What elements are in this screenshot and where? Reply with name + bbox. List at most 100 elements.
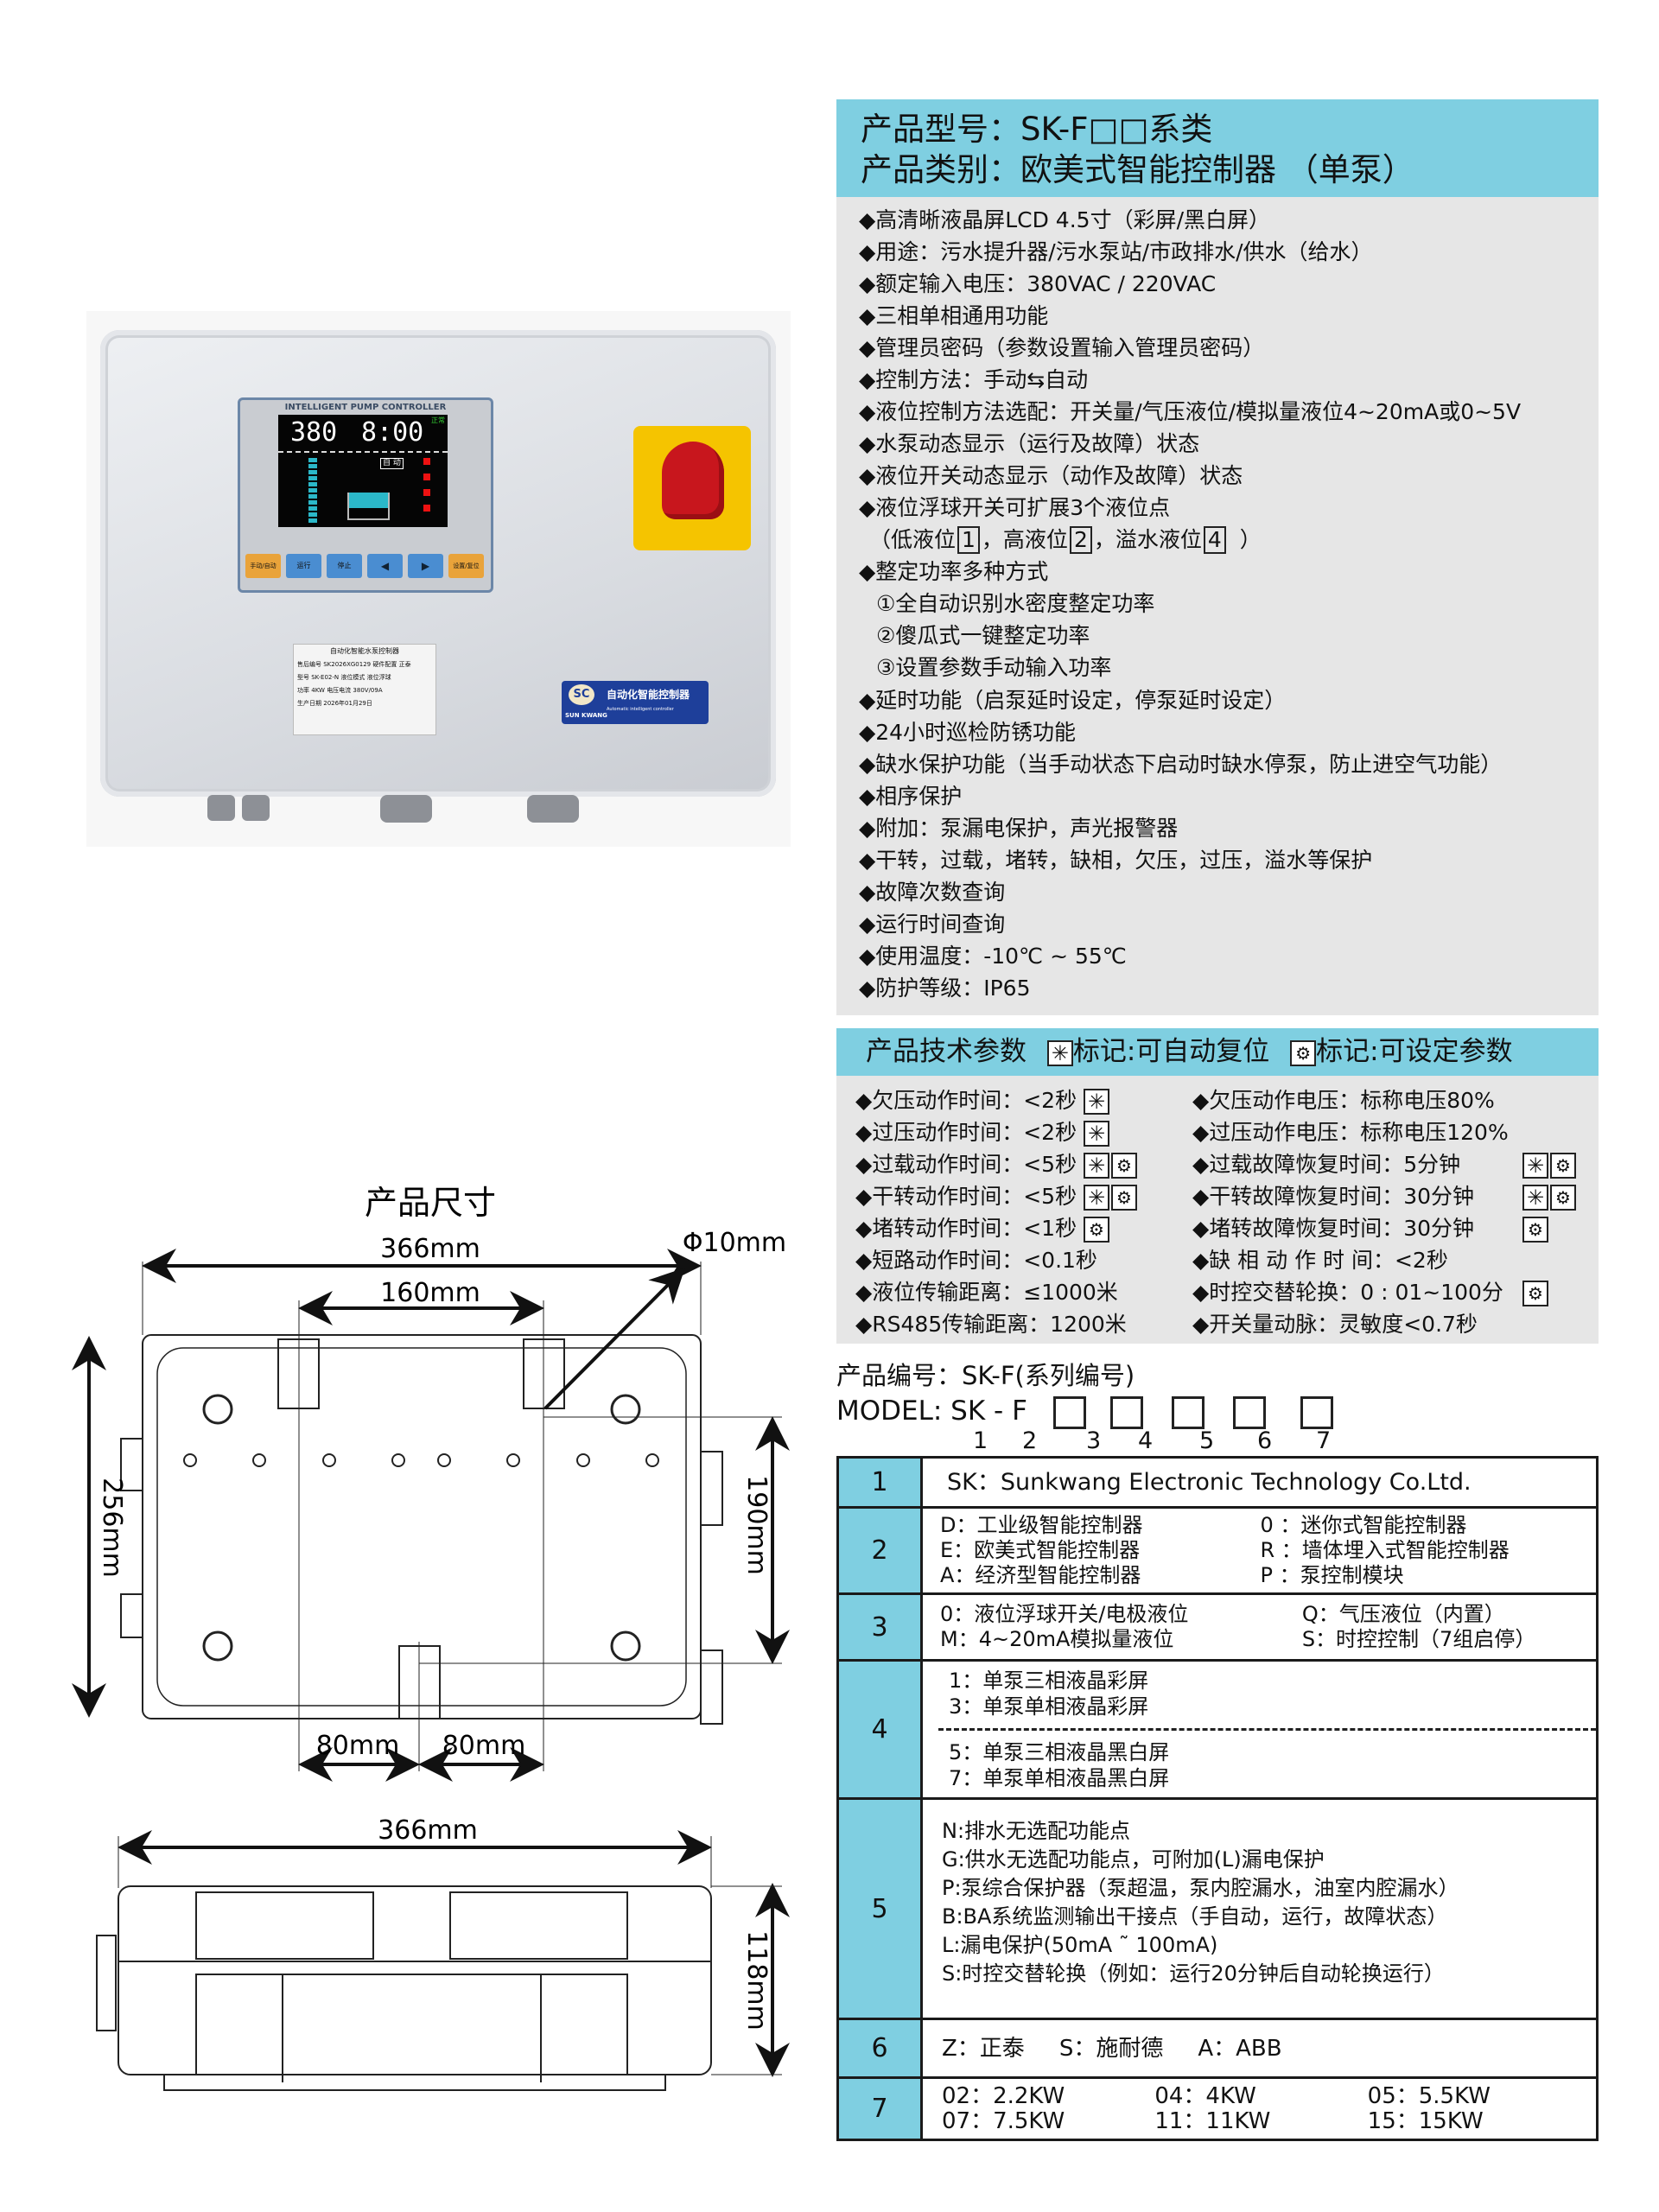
dimension-arrows <box>72 1249 790 2077</box>
side-view <box>96 1836 782 2091</box>
panel-buttons: 手动/自动 运行 停止 ◀ ▶ 设置/复位 <box>245 554 484 578</box>
table-row: 1 SK：Sunkwang Electronic Technology Co.L… <box>836 1456 1599 1509</box>
option: 02：2.2KW <box>942 2082 1065 2109</box>
label-cell: 型号 <box>297 674 309 681</box>
mount-span-label: 160mm <box>380 1278 480 1308</box>
lcd-time: 8:00 <box>361 417 424 448</box>
option: P:泵综合保护器（泵超温，泵内腔漏水，油室内腔漏水） <box>942 1876 1459 1900</box>
option: S：施耐德 <box>1058 2035 1164 2062</box>
isolator-switch[interactable] <box>633 426 751 550</box>
label-cell: 液位模式 <box>340 674 365 681</box>
left-button[interactable]: ◀ <box>367 554 403 578</box>
feature-item: ◆干转，过载，堵转，缺相，欠压，过压，溢水等保护 <box>859 848 1373 873</box>
option: 1：单泵三相液晶彩屏 <box>949 1669 1149 1693</box>
tech-title: 产品技术参数 <box>866 1036 1027 1067</box>
dimension-drawing: 产品尺寸 366mm 160mm Φ10mm 256mm 190mm 80mm <box>72 1184 790 2091</box>
option: N:排水无选配功能点 <box>942 1819 1131 1843</box>
auto-reset-icon: ✳ <box>1522 1153 1548 1179</box>
badge-title: 自动化智能控制器 <box>607 689 690 701</box>
position-number: 3 <box>1086 1427 1102 1454</box>
label-cell: SK-E02-N <box>311 674 340 681</box>
label-cell: 2026年01月29日 <box>323 700 372 707</box>
feature-item: ◆额定输入电压：380VAC / 220VAC <box>859 271 1217 296</box>
position-number: 5 <box>1199 1427 1215 1454</box>
control-panel: INTELLIGENT PUMP CONTROLLER 380 8:00 正常 … <box>238 397 493 593</box>
label-cell: 380V/09A <box>353 687 383 694</box>
stop-button[interactable]: 停止 <box>327 554 362 578</box>
model-code-table: 1 SK：Sunkwang Electronic Technology Co.L… <box>836 1456 1599 2141</box>
option: G:供水无选配功能点，可附加(L)漏电保护 <box>942 1847 1325 1872</box>
row-number: 5 <box>836 1797 923 2020</box>
tech-param-row: ◆过压动作电压：标称电压120% <box>1192 1118 1509 1147</box>
right-button[interactable]: ▶ <box>408 554 443 578</box>
option: L:漏电保护(50mA ˜ 100mA) <box>942 1933 1218 1957</box>
label-cell: 电压电流 <box>327 687 352 694</box>
level-text: ，高液位 <box>981 527 1068 552</box>
option: Z：正泰 <box>942 2035 1025 2062</box>
tech-param-row: ◆过载动作时间：<5秒✳⚙ <box>855 1150 1137 1179</box>
level-text: （低液位 <box>869 527 957 552</box>
settings-gear-icon: ⚙ <box>1550 1185 1576 1211</box>
level-text: ，溢水液位 <box>1093 527 1202 552</box>
tech-param-text: ◆过压动作时间：<2秒 <box>855 1120 1077 1145</box>
option: 0：液位浮球开关/电极液位 <box>940 1602 1189 1626</box>
feature-item: ◆缺水保护功能（当手动状态下启动时缺水停泵，防止进空气功能） <box>859 752 1503 777</box>
model-slot-box <box>1109 1395 1143 1429</box>
feature-item: ◆24小时巡检防锈功能 <box>859 720 1077 745</box>
top-view <box>120 1262 782 1771</box>
lcd-divider <box>278 451 448 453</box>
label-cell: 硬件配置 <box>372 661 397 668</box>
model-code: MODEL: SK - F <box>836 1395 1333 1429</box>
row-number: 6 <box>836 2018 923 2079</box>
tech-param-row: ◆干转故障恢复时间：30分钟✳⚙ <box>1192 1182 1576 1211</box>
features-panel: ◆高清晰液晶屏LCD 4.5寸（彩屏/黑白屏） ◆用途：污水提升器/污水泵站/市… <box>836 197 1599 1015</box>
label-cell: 液位浮球 <box>366 674 391 681</box>
tech-param-row: ◆过压动作时间：<2秒 ✳ <box>855 1118 1109 1147</box>
feature-item: ◆液位开关动态显示（动作及故障）状态 <box>859 463 1243 488</box>
auto-reset-icon: ✳ <box>1084 1121 1109 1147</box>
tech-param-text: ◆液位传输距离：≤1000米 <box>855 1280 1118 1305</box>
divider <box>938 1728 1596 1731</box>
feature-item: ◆液位浮球开关可扩展3个液位点 <box>859 495 1171 520</box>
tech-param-row: ◆堵转故障恢复时间：30分钟⚙ <box>1192 1214 1548 1243</box>
tech-param-text: ◆干转动作时间：<5秒 <box>855 1184 1077 1209</box>
row-content: SK：Sunkwang Electronic Technology Co.Ltd… <box>920 1456 1599 1509</box>
model-positions: 1 2 3 4 5 6 7 <box>836 1427 1441 1455</box>
tech-param-row: ◆干转动作时间：<5秒✳⚙ <box>855 1182 1137 1211</box>
position-number: 1 <box>973 1427 988 1454</box>
option: 05：5.5KW <box>1367 2082 1491 2109</box>
tech-param-text: ◆欠压动作电压：标称电压80% <box>1192 1088 1495 1113</box>
tech-param-text: ◆干转故障恢复时间：30分钟 <box>1192 1184 1475 1209</box>
option: 5：单泵三相液晶黑白屏 <box>949 1740 1170 1764</box>
switch-knob <box>662 442 724 519</box>
lcd-voltage: 380 <box>290 417 338 448</box>
brand-logo: SC <box>569 684 594 705</box>
hole-diameter-label: Φ10mm <box>683 1228 786 1258</box>
nameplate-label: 自动化智能水泵控制器 售后编号 SK2026XG0129 硬件配置 正泰 型号 … <box>293 644 436 735</box>
level-bar <box>308 458 317 524</box>
settings-reset-button[interactable]: 设置/复位 <box>448 554 484 578</box>
legend-set: 标记:可设定参数 <box>1316 1036 1513 1067</box>
feature-item: ◆运行时间查询 <box>859 912 1006 937</box>
option: R ：墙体埋入式智能控制器 <box>1260 1538 1510 1562</box>
product-model: 产品型号：SK-F□□系类 <box>861 111 1213 148</box>
lcd-screen: 380 8:00 正常 自 动 <box>278 415 448 527</box>
option: M：4~20mA模拟量液位 <box>940 1627 1174 1651</box>
tech-param-row: ◆欠压动作时间：<2秒✳ <box>855 1086 1109 1116</box>
tech-param-text: ◆欠压动作时间：<2秒 <box>855 1088 1077 1113</box>
side-width-label: 366mm <box>378 1815 478 1846</box>
run-button[interactable]: 运行 <box>286 554 321 578</box>
row-content: N:排水无选配功能点 G:供水无选配功能点，可附加(L)漏电保护 P:泵综合保护… <box>920 1797 1599 2020</box>
auto-reset-icon: ✳ <box>1084 1153 1109 1179</box>
manual-auto-button[interactable]: 手动/自动 <box>245 554 281 578</box>
position-number: 2 <box>1022 1427 1038 1454</box>
feature-subitem: ②傻瓜式一键整定功率 <box>876 623 1090 648</box>
tech-param-text: ◆缺 相 动 作 时 间：<2秒 <box>1192 1248 1448 1273</box>
label-cell: 售后编号 <box>297 661 321 668</box>
position-number: 6 <box>1257 1427 1273 1454</box>
settings-gear-icon: ⚙ <box>1084 1217 1109 1243</box>
tech-param-text: ◆时控交替轮换：0 : 01~100分 <box>1192 1280 1503 1305</box>
